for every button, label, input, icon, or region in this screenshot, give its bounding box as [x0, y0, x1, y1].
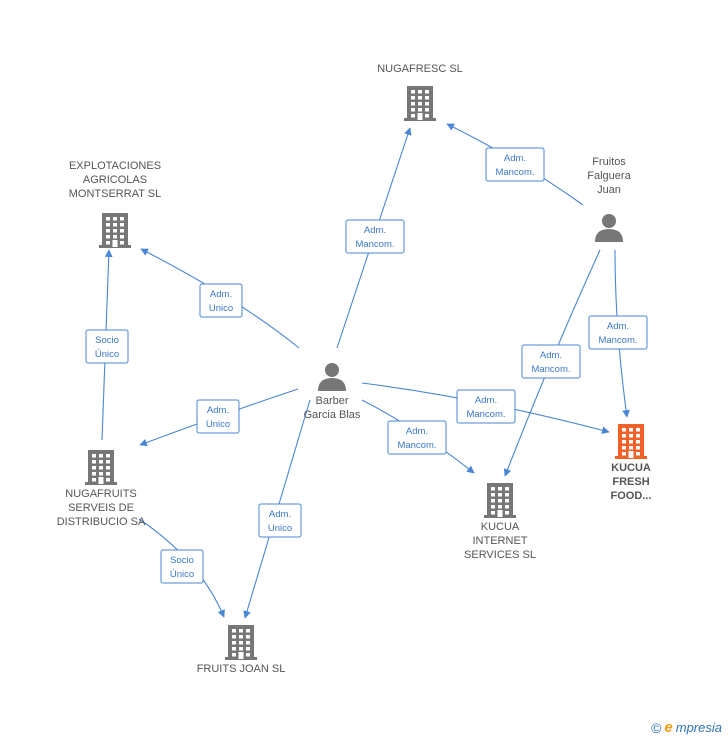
node-label: SERVEIS DE	[68, 502, 134, 514]
node-label: Fruitos	[592, 156, 626, 168]
node-nugafresc[interactable]: NUGAFRESC SL	[377, 63, 463, 121]
relation-label-text: Mancom.	[466, 409, 505, 420]
node-label: Juan	[597, 184, 621, 196]
edge-barber-to-fruits_joan: Adm. Unico	[243, 399, 311, 619]
node-label: FRUITS JOAN SL	[197, 663, 286, 675]
edge-barber-to-nugafruits: Adm. Unico	[139, 388, 299, 447]
brand-logo-name: mpresia	[675, 720, 722, 735]
relation-label-box[interactable]	[258, 503, 302, 538]
relation-label-box[interactable]	[196, 399, 240, 434]
relation-label-text: Unico	[206, 419, 230, 430]
relation-label-text: Mancom.	[598, 335, 637, 346]
node-label: INTERNET	[473, 535, 528, 547]
relation-label-text: Unico	[209, 303, 233, 314]
relation-label-text: Adm.	[504, 153, 526, 164]
building-icon	[99, 213, 131, 248]
node-nugafruits[interactable]: NUGAFRUITS SERVEIS DE DISTRIBUCIO SA	[57, 450, 146, 528]
relation-label-box[interactable]	[199, 283, 243, 318]
relation-label-box[interactable]	[345, 219, 405, 254]
relation-label-text: Único	[170, 569, 194, 580]
node-kucua_internet[interactable]: KUCUA INTERNET SERVICES SL	[464, 483, 536, 561]
relation-label-text: Mancom.	[495, 167, 534, 178]
relation-label-text: Adm.	[210, 289, 232, 300]
relation-label-text: Mancom.	[355, 239, 394, 250]
building-icon	[484, 483, 516, 518]
node-label: FOOD...	[611, 490, 652, 502]
brand-logo-initial: e	[664, 719, 673, 736]
edge-barber-to-kucua_fresh: Adm. Mancom.	[361, 382, 610, 434]
node-label: AGRICOLAS	[83, 174, 147, 186]
relation-label-text: Adm.	[540, 350, 562, 361]
node-label: KUCUA	[481, 521, 520, 533]
node-label: Falguera	[587, 170, 631, 182]
node-label: NUGAFRESC SL	[377, 63, 463, 75]
relation-label-text: Adm.	[475, 395, 497, 406]
node-label: NUGAFRUITS	[65, 488, 137, 500]
node-label: DISTRIBUCIO SA	[57, 516, 146, 528]
node-label: Barber	[315, 395, 348, 407]
building-icon	[85, 450, 117, 485]
node-fruits_joan[interactable]: FRUITS JOAN SL	[197, 625, 286, 675]
relation-label-text: Mancom.	[397, 440, 436, 451]
relation-label-box[interactable]	[456, 389, 516, 424]
relation-label-text: Socio	[95, 335, 119, 346]
node-label: FRESH	[612, 476, 649, 488]
node-kucua_fresh[interactable]: KUCUA FRESH FOOD...	[611, 424, 652, 502]
person-icon	[595, 214, 623, 242]
nodes-layer: NUGAFRESC SL EXPLOTACIONES AGRICOLAS MONTSE…	[57, 63, 652, 675]
copyright-symbol: ©	[651, 719, 662, 736]
edges-layer: Adm.Mancom.Adm.Mancom.Adm.UnicoSocioÚnic…	[85, 123, 648, 619]
relation-label-box[interactable]	[85, 329, 129, 364]
building-icon	[615, 424, 647, 459]
relation-label-text: Adm.	[607, 321, 629, 332]
relation-label-text: Único	[95, 349, 119, 360]
edge-fruitos-to-kucua_fresh: Adm. Mancom.	[588, 249, 648, 418]
relation-label-box[interactable]	[160, 549, 204, 584]
building-icon	[404, 86, 436, 121]
relation-label-text: Unico	[268, 523, 292, 534]
edge-barber-to-kucua_internet: Adm. Mancom.	[361, 399, 475, 474]
node-label: EXPLOTACIONES	[69, 160, 161, 172]
node-label: SERVICES SL	[464, 549, 536, 561]
relation-label-box[interactable]	[485, 147, 545, 182]
relation-label-box[interactable]	[521, 344, 581, 379]
edge-barber-to-nugafresc: Adm. Mancom.	[336, 127, 412, 349]
node-label: KUCUA	[611, 462, 651, 474]
person-icon	[318, 363, 346, 391]
edge-barber-to-explotaciones: Adm. Unico	[140, 248, 300, 349]
node-explotaciones[interactable]: EXPLOTACIONES AGRICOLAS MONTSERRAT SL	[69, 160, 162, 248]
relation-label-box[interactable]	[588, 315, 648, 350]
relation-label-text: Adm.	[269, 509, 291, 520]
relation-label-text: Mancom.	[531, 364, 570, 375]
node-label: Garcia Blas	[304, 409, 361, 421]
edge-fruitos-to-kucua_internet: Adm. Mancom.	[503, 249, 601, 477]
relation-label-text: Adm.	[364, 225, 386, 236]
node-label: MONTSERRAT SL	[69, 188, 162, 200]
building-icon	[225, 625, 257, 660]
relation-label-text: Socio	[170, 555, 194, 566]
edge-fruitos-to-nugafresc: Adm. Mancom.	[446, 123, 584, 206]
relation-label-box[interactable]	[387, 420, 447, 455]
relation-label-text: Adm.	[207, 405, 229, 416]
relation-label-text: Adm.	[406, 426, 428, 437]
